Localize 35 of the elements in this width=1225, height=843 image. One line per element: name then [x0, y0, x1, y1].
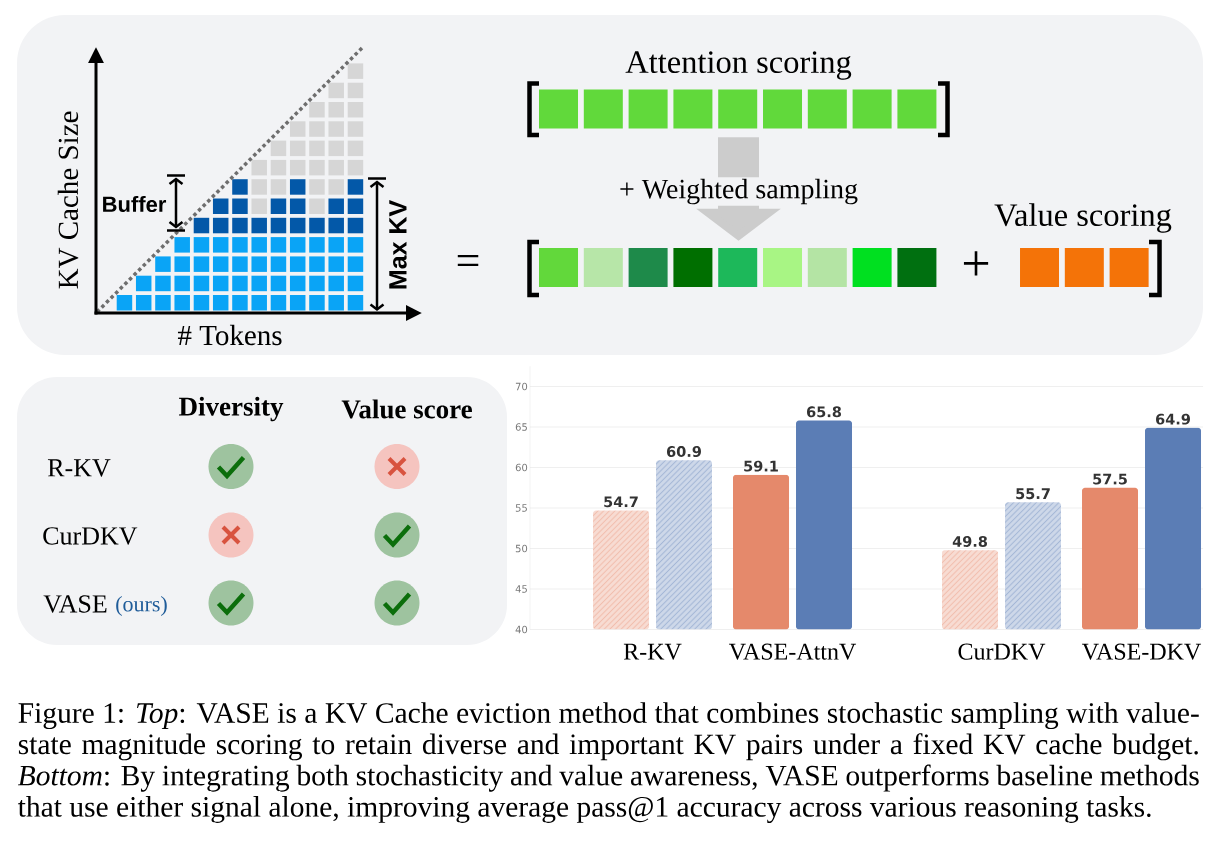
x-tick-label: R-KV [623, 643, 682, 660]
row-label: CurDKV [43, 527, 138, 545]
data-label: 60.9 [667, 446, 701, 458]
row-label: R-KV [47, 459, 111, 477]
data-label: 65.8 [807, 406, 842, 418]
data-label: 55.7 [1016, 488, 1050, 500]
dimension-label: Buffer [103, 195, 167, 213]
caption: Figure 1: Top: VASE is a KV Cache eviction method that combines stochastic sampling with value-state magnitude scoring to retain diverse and important KV pairs under a fixed KV cache budget. Bottom: By integrating both stochasticity and value awareness, VASE outperforms baseline methods that use either signal alone, improving average pass@1 accuracy across various reasoning tasks. [17, 702, 1199, 823]
x-tick-label: VASE-DKV [1082, 643, 1202, 660]
row-note: (ours) [116, 596, 167, 616]
y-tick-label: 50 [515, 544, 528, 553]
y-tick-label: 60 [515, 463, 528, 472]
data-label: 54.7 [604, 496, 638, 508]
x-tick-label: VASE-AttnV [728, 643, 857, 660]
x-tick-label: CurDKV [958, 643, 1046, 660]
vector-heading: Attention scoring [625, 51, 852, 80]
axis-label: KV Cache Size [57, 111, 79, 289]
data-label: 64.9 [1156, 413, 1190, 425]
axis-label: # Tokens [177, 324, 282, 346]
column-header: Value score [341, 399, 472, 419]
vector-heading: Value scoring [994, 203, 1172, 233]
data-label: 49.8 [952, 535, 988, 547]
y-tick-label: 40 [515, 625, 528, 634]
y-tick-label: 70 [515, 382, 528, 391]
data-label: 57.5 [1093, 473, 1127, 485]
y-tick-label: 55 [515, 504, 527, 512]
equals-sign: = [457, 254, 479, 266]
column-header: Diversity [179, 396, 284, 422]
dimension-label: Max KV [389, 200, 407, 289]
y-tick-label: 45 [515, 585, 527, 593]
plus-sign: + [963, 251, 989, 276]
data-label: 59.1 [744, 460, 778, 472]
edge-label: + Weighted sampling [617, 177, 860, 206]
row-label: VASE [43, 595, 107, 613]
y-tick-label: 65 [515, 423, 527, 431]
